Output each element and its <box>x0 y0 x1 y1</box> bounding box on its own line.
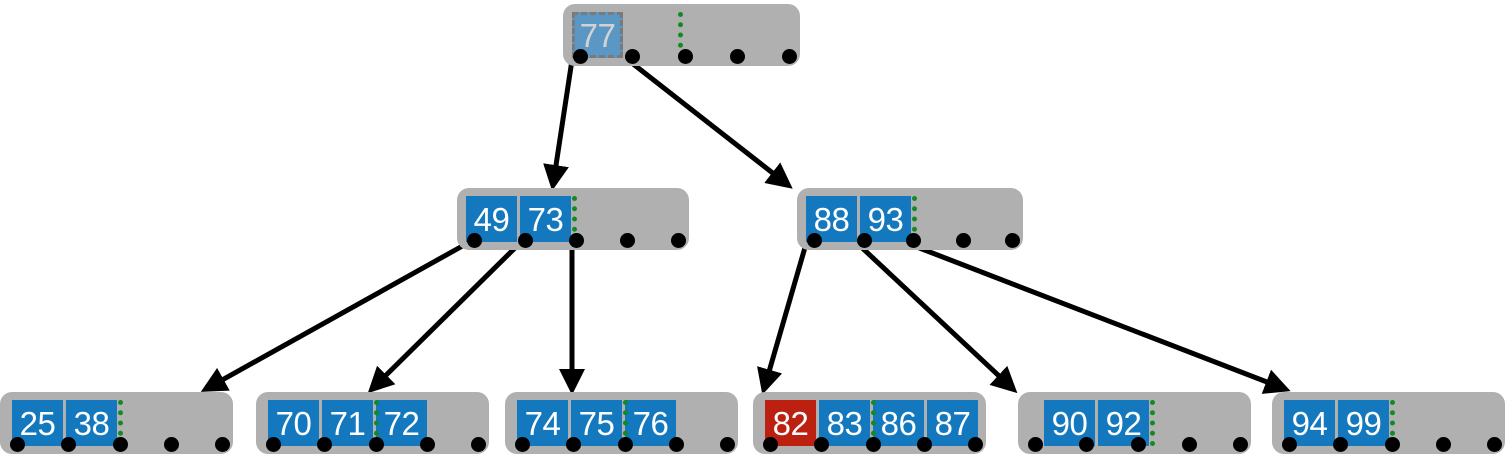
key-divider <box>623 400 628 446</box>
child-pointer-dot-1[interactable] <box>61 437 76 452</box>
child-pointer-dot-3[interactable] <box>730 49 745 64</box>
child-pointer-dot-0[interactable] <box>266 437 281 452</box>
child-pointer-dot-0[interactable] <box>515 437 530 452</box>
edge-inner-right-to-leaf-5 <box>856 242 1018 394</box>
key-cell-83[interactable]: 83 <box>819 400 870 446</box>
child-pointer-dot-2[interactable] <box>569 233 584 248</box>
child-pointer-dot-4[interactable] <box>1233 437 1248 452</box>
child-pointer-dot-2[interactable] <box>113 437 128 452</box>
key-divider <box>912 196 917 242</box>
child-pointer-dot-2[interactable] <box>618 437 633 452</box>
key-divider <box>678 12 683 58</box>
child-pointer-dot-3[interactable] <box>1436 437 1451 452</box>
child-pointer-dot-2[interactable] <box>369 437 384 452</box>
key-cell-99[interactable]: 99 <box>1338 400 1389 446</box>
child-pointer-dot-3[interactable] <box>1182 437 1197 452</box>
child-pointer-dot-3[interactable] <box>956 233 971 248</box>
key-cell-72[interactable]: 72 <box>376 400 427 446</box>
child-pointer-dot-4[interactable] <box>671 233 686 248</box>
child-pointer-dot-1[interactable] <box>814 437 829 452</box>
child-pointer-dot-3[interactable] <box>420 437 435 452</box>
key-divider <box>1390 400 1395 446</box>
key-cell-82[interactable]: 82 <box>765 400 816 446</box>
child-pointer-dot-1[interactable] <box>518 233 533 248</box>
child-pointer-dot-1[interactable] <box>625 49 640 64</box>
key-divider <box>1150 400 1155 446</box>
child-pointer-dot-2[interactable] <box>1131 437 1146 452</box>
key-divider <box>118 400 123 446</box>
child-pointer-dot-2[interactable] <box>866 437 881 452</box>
tree-edges <box>200 58 1291 395</box>
child-pointer-dot-4[interactable] <box>968 437 983 452</box>
child-pointer-dot-1[interactable] <box>317 437 332 452</box>
child-pointer-dot-0[interactable] <box>467 233 482 248</box>
child-pointer-dot-1[interactable] <box>857 233 872 248</box>
edge-inner-right-to-leaf-6 <box>908 241 1291 394</box>
key-divider <box>871 400 876 446</box>
node-key-list: 77 <box>572 12 623 58</box>
key-divider <box>572 196 577 242</box>
child-pointer-dot-4[interactable] <box>720 437 735 452</box>
child-pointer-dot-3[interactable] <box>669 437 684 452</box>
edge-inner-left-to-leaf-1 <box>200 241 468 392</box>
child-pointer-dot-2[interactable] <box>906 233 921 248</box>
key-divider <box>374 400 379 446</box>
child-pointer-dot-3[interactable] <box>164 437 179 452</box>
edge-root-to-inner-right <box>626 58 793 189</box>
child-pointer-dot-1[interactable] <box>1333 437 1348 452</box>
key-cell-70[interactable]: 70 <box>268 400 319 446</box>
child-pointer-dot-0[interactable] <box>763 437 778 452</box>
key-cell-86[interactable]: 86 <box>873 400 924 446</box>
child-pointer-dot-3[interactable] <box>620 233 635 248</box>
key-cell-76[interactable]: 76 <box>625 400 676 446</box>
child-pointer-dot-0[interactable] <box>1282 437 1297 452</box>
child-pointer-dot-0[interactable] <box>807 233 822 248</box>
edge-inner-left-to-leaf-2 <box>367 242 521 394</box>
edge-inner-right-to-leaf-4 <box>757 243 809 395</box>
child-pointer-dot-3[interactable] <box>917 437 932 452</box>
child-pointer-dot-2[interactable] <box>678 49 693 64</box>
child-pointer-dot-4[interactable] <box>782 49 797 64</box>
child-pointer-dot-4[interactable] <box>1005 233 1020 248</box>
child-pointer-dot-0[interactable] <box>573 49 588 64</box>
key-cell-75[interactable]: 75 <box>571 400 622 446</box>
child-pointer-dot-2[interactable] <box>1385 437 1400 452</box>
key-cell-77[interactable]: 77 <box>572 12 623 58</box>
key-cell-71[interactable]: 71 <box>322 400 373 446</box>
root-node[interactable]: 77 <box>563 4 800 66</box>
child-pointer-dot-1[interactable] <box>1079 437 1094 452</box>
child-pointer-dot-4[interactable] <box>1487 437 1502 452</box>
child-pointer-dot-4[interactable] <box>471 437 486 452</box>
child-pointer-dot-1[interactable] <box>566 437 581 452</box>
key-cell-38[interactable]: 38 <box>66 400 117 446</box>
child-pointer-dot-0[interactable] <box>10 437 25 452</box>
child-pointer-dot-4[interactable] <box>215 437 230 452</box>
child-pointer-dot-0[interactable] <box>1028 437 1043 452</box>
edge-root-to-inner-left <box>543 59 575 191</box>
key-cell-87[interactable]: 87 <box>927 400 978 446</box>
